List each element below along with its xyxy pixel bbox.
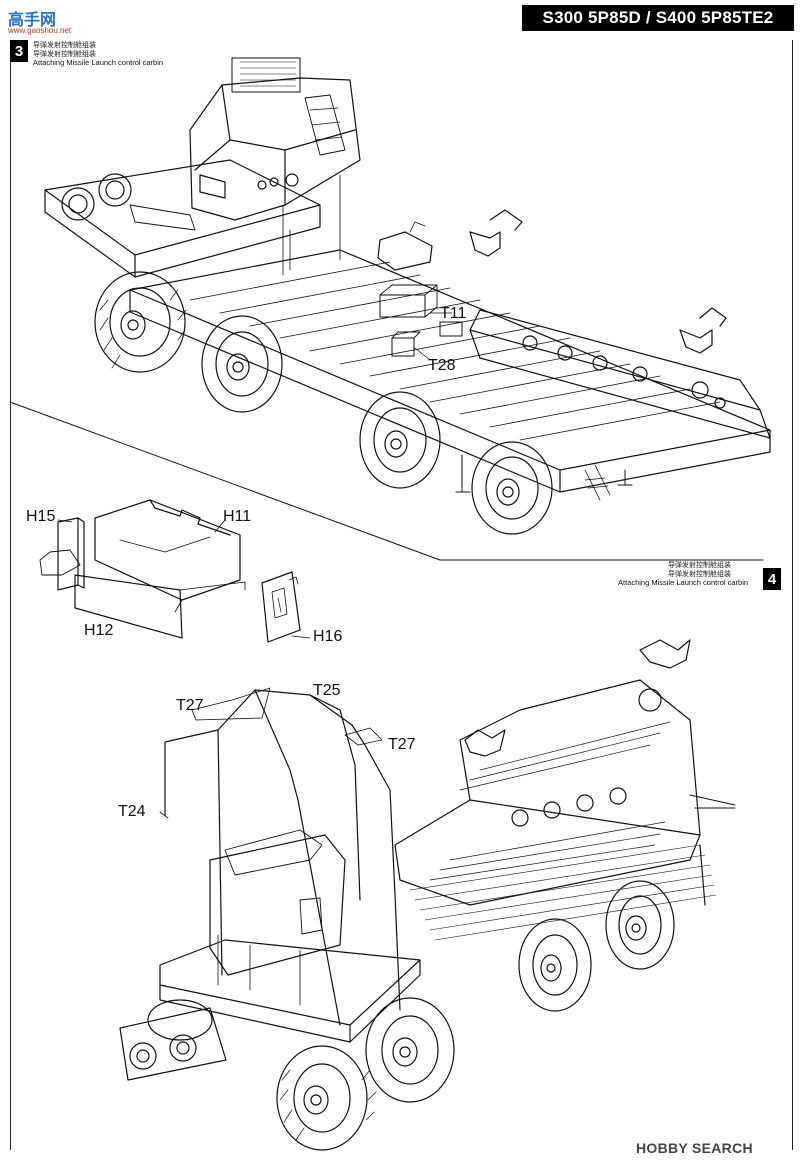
step4-wheel-4 [605,880,675,970]
step-4-caption: Attaching Missile Launch control carbin [618,578,749,587]
part-label-t28: T28 [428,357,456,374]
site-logo-text: 高手网 [8,12,57,29]
part-label-h12: H12 [84,622,114,639]
part-label-t27-right: T27 [388,736,416,753]
step3-wheel-3 [359,391,441,489]
step4-wheel-3 [518,918,592,1012]
part-label-t24: T24 [118,803,146,820]
part-label-h15: H15 [26,508,56,525]
step4-truck-drawing [119,639,736,1151]
step3-wheel-2 [201,315,283,413]
page-title: S300 5P85D / S400 5P85TE2 [522,5,794,31]
site-logo: 高手网 www.gaoshou.net [6,6,72,40]
step4-wheel-2 [365,997,455,1103]
part-label-h11: H11 [223,508,252,525]
part-label-t27-left: T27 [176,697,204,714]
hobby-search-watermark: HOBBY SEARCH [636,1140,753,1156]
step-3-cn-line-1: 导弹发射控制舱组装 [33,41,96,49]
step3-truck-drawing [44,57,771,535]
step-3-cn-line-2: 导弹发射控制舱组装 [33,50,96,58]
page-frame [10,40,793,1150]
step-3-number: 3 [10,40,28,62]
part-label-t25: T25 [313,682,341,699]
step3-wheel-1 [94,271,186,373]
step-3-caption: Attaching Missile Launch control carbin [33,58,164,67]
part-label-h16: H16 [313,628,343,645]
step-divider-line [9,401,764,561]
step-4-cn-line-1: 导弹发射控制舱组装 [668,561,731,569]
step3-wheel-4 [471,441,553,535]
step-4-number: 4 [763,568,781,590]
site-logo-subtext: www.gaoshou.net [8,26,72,35]
part-label-t11: T11 [440,305,467,322]
step4-wheel-front [276,1045,368,1151]
step4-wheel-behind [147,999,213,1041]
step3-panel-parts-drawing [39,499,311,643]
step-4-cn-line-2: 导弹发射控制舱组装 [668,570,731,578]
